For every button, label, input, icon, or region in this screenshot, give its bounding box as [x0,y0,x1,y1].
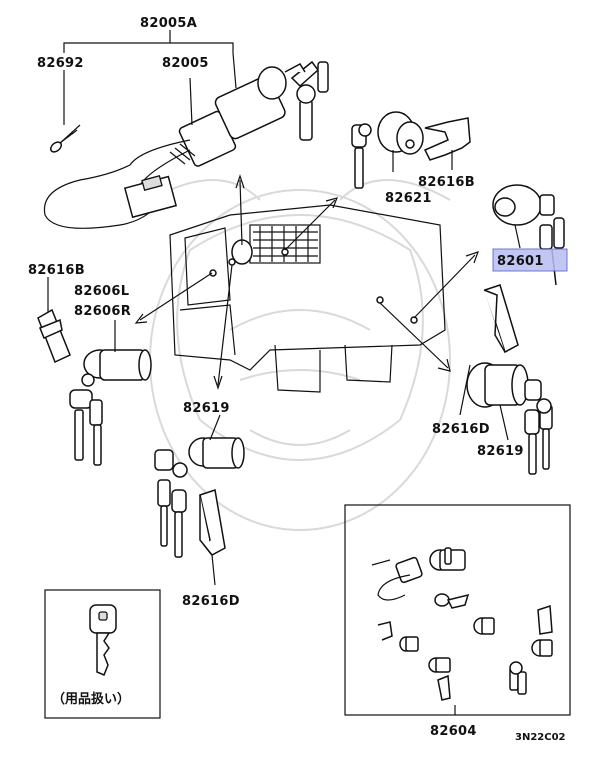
lock-set-box [344,504,571,716]
door-lock-82621 [351,111,424,189]
vehicle-body [169,204,446,393]
leader-lines [47,30,521,715]
label-82616D-center[interactable]: 82616D [182,594,240,609]
clip-82616B-right [423,117,471,161]
door-lock-82606 [37,308,152,466]
accessory-note: （用品扱い） [52,691,130,707]
label-82692[interactable]: 82692 [37,56,84,71]
label-82619-center[interactable]: 82619 [183,401,230,416]
label-82606R[interactable]: 82606R [74,304,131,319]
ignition-switch-assembly [43,60,329,229]
key-accessory-box [44,589,161,719]
part-highlight [492,248,568,272]
label-82601[interactable]: 82601 [497,254,544,269]
label-82005[interactable]: 82005 [162,56,209,71]
label-82616B-right[interactable]: 82616B [418,175,475,190]
label-82005A[interactable]: 82005A [140,16,197,31]
label-82621[interactable]: 82621 [385,191,432,206]
label-82604[interactable]: 82604 [430,724,477,739]
clip-82616D-center [199,489,226,556]
lock-82619-center [154,437,245,558]
screw-82692 [49,124,81,153]
label-82606L[interactable]: 82606L [74,284,129,299]
lock-82619-right [466,284,553,475]
diagram-ref-code: 3N22C02 [515,732,566,743]
label-82619-right[interactable]: 82619 [477,444,524,459]
label-82616B-left[interactable]: 82616B [28,263,85,278]
label-82616D-right[interactable]: 82616D [432,422,490,437]
